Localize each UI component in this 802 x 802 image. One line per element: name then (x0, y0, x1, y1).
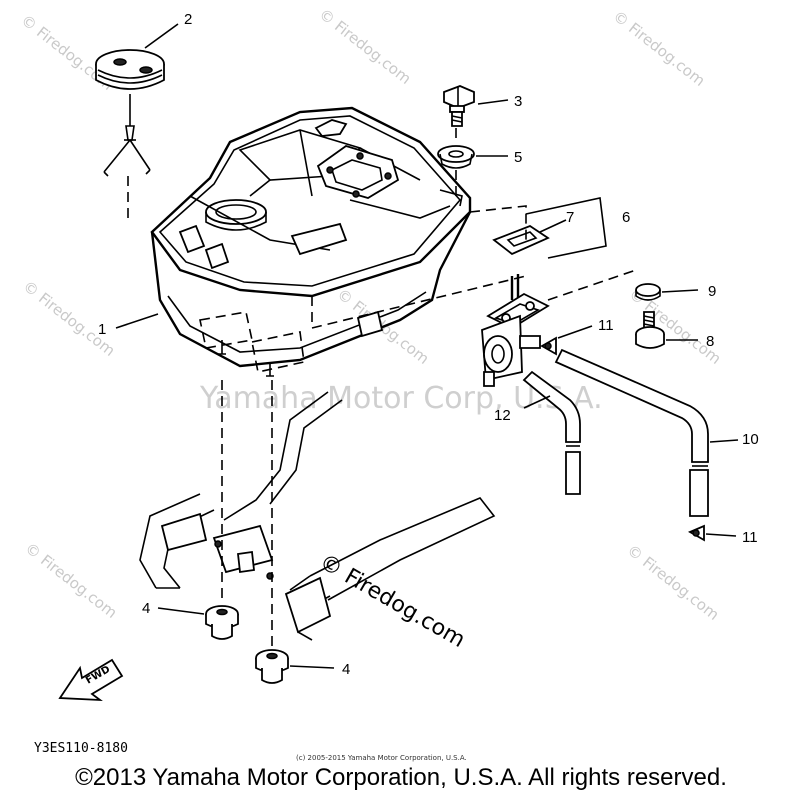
callout-9: 9 (708, 283, 716, 300)
callout-6: 6 (622, 209, 630, 226)
callout-4-upper: 4 (142, 600, 150, 617)
fuel-cock-guide-line (547, 269, 637, 301)
fuel-hose-long (554, 348, 709, 517)
grommet (437, 145, 475, 169)
washer (635, 283, 661, 301)
hose-clip (540, 336, 557, 356)
fwd-arrow-icon: FWD (58, 658, 124, 702)
fuel-cock-guide-line (311, 275, 527, 330)
callout-leader (557, 325, 593, 339)
callout-leader (539, 219, 567, 233)
flange-nut (255, 649, 289, 684)
small-credit: (c) 2005-2015 Yamaha Motor Corporation, … (296, 754, 467, 762)
callout-leader (157, 607, 205, 615)
callout-leader (709, 439, 739, 443)
callout-leader (477, 99, 509, 105)
callout-leader (661, 289, 699, 293)
callout-11-lower: 11 (742, 529, 758, 546)
callout-1: 1 (98, 321, 106, 338)
copyright-footer: ©2013 Yamaha Motor Corporation, U.S.A. A… (75, 764, 727, 791)
tile-watermark: © Firedog.com (610, 7, 709, 90)
tile-watermark: © Firedog.com (316, 5, 415, 88)
callout-10: 10 (742, 431, 759, 448)
drawing-code: Y3ES110-8180 (34, 741, 128, 756)
flange-nut (205, 605, 239, 640)
hose-clip (687, 524, 705, 542)
gasket (492, 224, 550, 256)
callout-leader (115, 313, 159, 329)
bolt (443, 85, 475, 127)
callout-leader (705, 533, 737, 537)
fuel-hose-short (522, 370, 581, 495)
callout-3: 3 (514, 93, 522, 110)
fuel-cock (481, 274, 550, 387)
fuel-cap (95, 49, 165, 177)
callout-8: 8 (706, 333, 714, 350)
callout-leader (289, 665, 335, 669)
callout-leader (144, 23, 179, 49)
callout-leader (523, 395, 551, 409)
callout-2: 2 (184, 11, 192, 28)
tile-watermark: © Firedog.com (22, 539, 121, 622)
tile-watermark: © Firedog.com (624, 541, 723, 624)
callout-11-upper: 11 (598, 317, 614, 334)
tile-watermark: © Firedog.com (20, 277, 119, 360)
callout-4-lower: 4 (342, 661, 350, 678)
callout-7: 7 (566, 209, 574, 226)
fuel-tank (150, 106, 472, 377)
callout-5: 5 (514, 149, 522, 166)
callout-12: 12 (494, 407, 511, 424)
callout-bracket (525, 197, 607, 259)
screw (635, 311, 665, 349)
gasket-guide-line (469, 205, 527, 240)
frame-rails (139, 391, 496, 641)
